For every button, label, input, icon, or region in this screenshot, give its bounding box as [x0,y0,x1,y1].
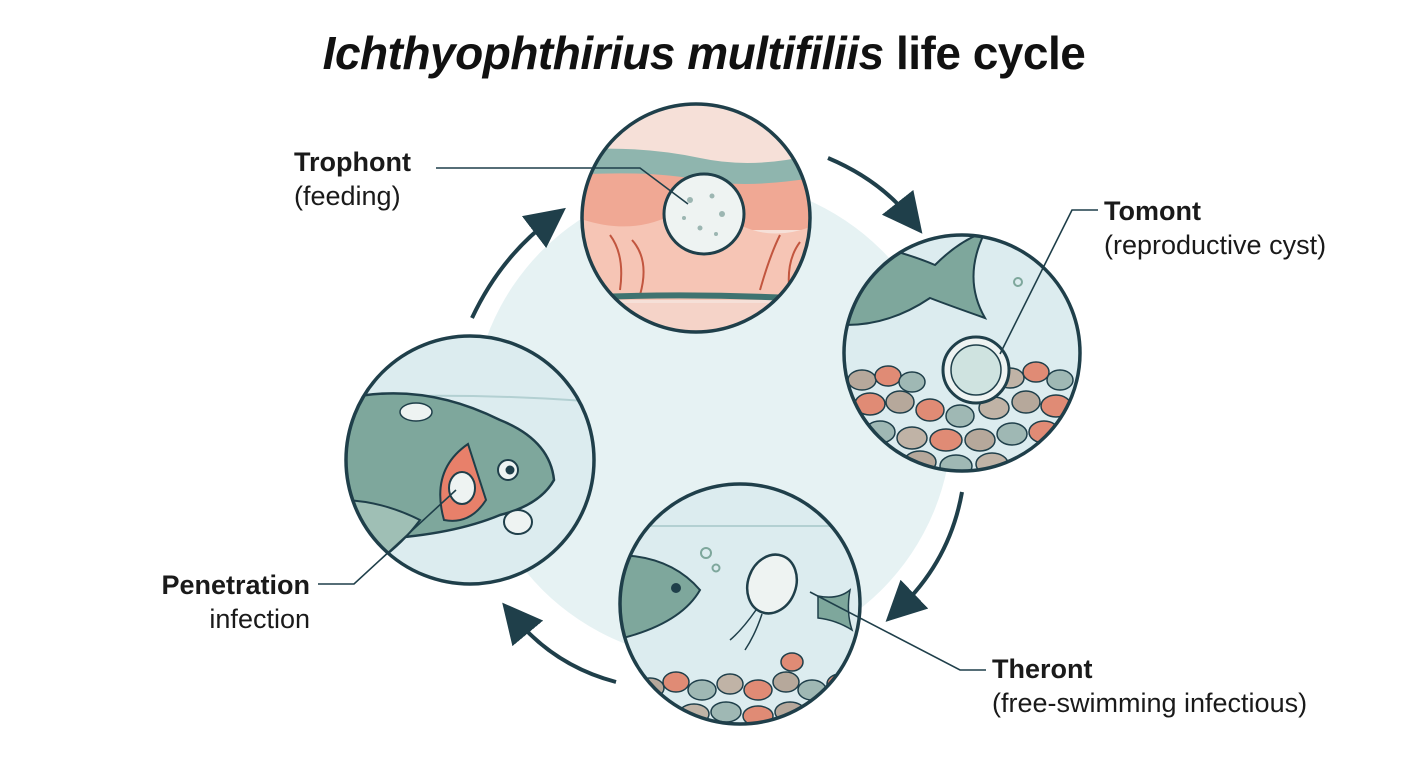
leader-theront [809,591,986,671]
penetration-name: Penetration [161,570,310,600]
theront-name: Theront [992,654,1093,684]
arrow-theront-to-penetration [502,602,617,684]
trophont-cell [662,172,746,256]
title-scientific-name: Ichthyophthirius multifiliis [322,27,885,79]
cycle-arrows [470,156,964,684]
theront-description: (free-swimming infectious) [992,688,1308,718]
arrow-trophont-to-tomont [827,156,923,234]
leader-penetration [318,489,457,585]
trophont-description: (feeding) [294,181,401,211]
tomont-description: (reproductive cyst) [1104,230,1327,260]
diagram-title: Ichthyophthirius multifiliis life cycle [0,26,1408,80]
leader-lines [318,167,1098,671]
label-penetration: Penetration infection [150,568,310,636]
theront-illustration [618,482,862,726]
trophont-name: Trophont [294,147,411,177]
penetration-description: infection [209,604,310,634]
arrow-tomont-to-theront [885,491,964,622]
arrow-penetration-to-trophont [470,207,566,319]
label-tomont: Tomont (reproductive cyst) [1104,194,1326,262]
theront-cell [745,553,799,615]
penetration-illustration [344,334,596,586]
fish-head [620,553,702,642]
title-suffix: life cycle [895,27,1086,79]
invading-theront [448,471,476,505]
label-trophont: Trophont (feeding) [294,145,411,213]
leader-tomont [999,209,1098,355]
tomont-name: Tomont [1104,196,1201,226]
leader-trophont [436,167,689,205]
label-theront: Theront (free-swimming infectious) [992,652,1307,720]
